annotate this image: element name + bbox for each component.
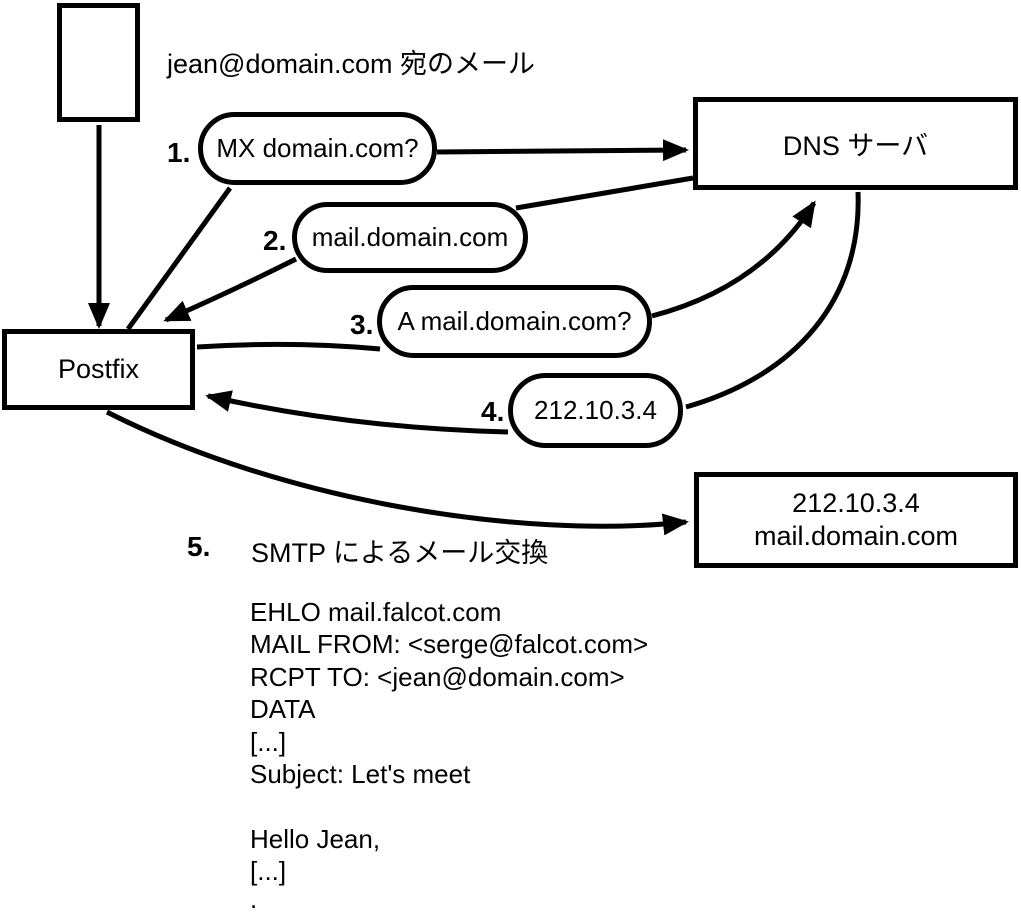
- line-dns-to-a-answer: [685, 191, 861, 410]
- smtp-session-transcript: EHLO mail.falcot.com MAIL FROM: <serge@f…: [250, 597, 649, 887]
- mail-document-box: [57, 3, 140, 122]
- arrow-mx-answer-to-postfix: [163, 256, 298, 323]
- step-number-2: 2.: [263, 225, 287, 256]
- line-postfix-to-a-query: [196, 341, 381, 352]
- step-number-1: 1.: [167, 137, 191, 168]
- pill-mx-query-label: MX domain.com?: [216, 133, 419, 163]
- mail-server-hostname: mail.domain.com: [753, 521, 959, 551]
- pill-mx-answer: mail.domain.com: [292, 202, 528, 273]
- postfix-box: Postfix: [2, 329, 195, 410]
- mail-server-ip: 212.10.3.4: [792, 488, 920, 518]
- arrow-a-answer-to-postfix: [205, 390, 509, 435]
- arrow-postfix-to-mailserver: [105, 409, 689, 536]
- line-dns-to-mx-answer: [515, 175, 694, 211]
- dns-server-label: DNS サーバ: [782, 131, 929, 161]
- line-postfix-to-mx-query: [125, 186, 233, 331]
- pill-a-answer-label: 212.10.3.4: [534, 395, 657, 425]
- postfix-label: Postfix: [57, 354, 140, 384]
- pill-mx-query: MX domain.com?: [198, 112, 437, 185]
- incoming-mail-caption: jean@domain.com 宛のメール: [167, 49, 536, 79]
- pill-a-query-label: A mail.domain.com?: [397, 306, 632, 336]
- smtp-end-of-data-dot: .: [250, 884, 258, 914]
- arrow-a-query-to-dns: [651, 200, 817, 319]
- pill-mx-answer-label: mail.domain.com: [311, 222, 509, 252]
- mail-server-box: 212.10.3.4 mail.domain.com: [694, 472, 1018, 568]
- arrow-mx-query-to-dns: [436, 139, 689, 162]
- pill-a-query: A mail.domain.com?: [377, 285, 652, 358]
- step-number-3: 3.: [350, 309, 374, 340]
- step-number-5: 5.: [187, 531, 211, 562]
- pill-a-answer: 212.10.3.4: [508, 373, 683, 448]
- step-number-4: 4.: [481, 396, 505, 427]
- dns-server-box: DNS サーバ: [693, 97, 1018, 190]
- smtp-exchange-caption: SMTP によるメール交換: [251, 538, 549, 568]
